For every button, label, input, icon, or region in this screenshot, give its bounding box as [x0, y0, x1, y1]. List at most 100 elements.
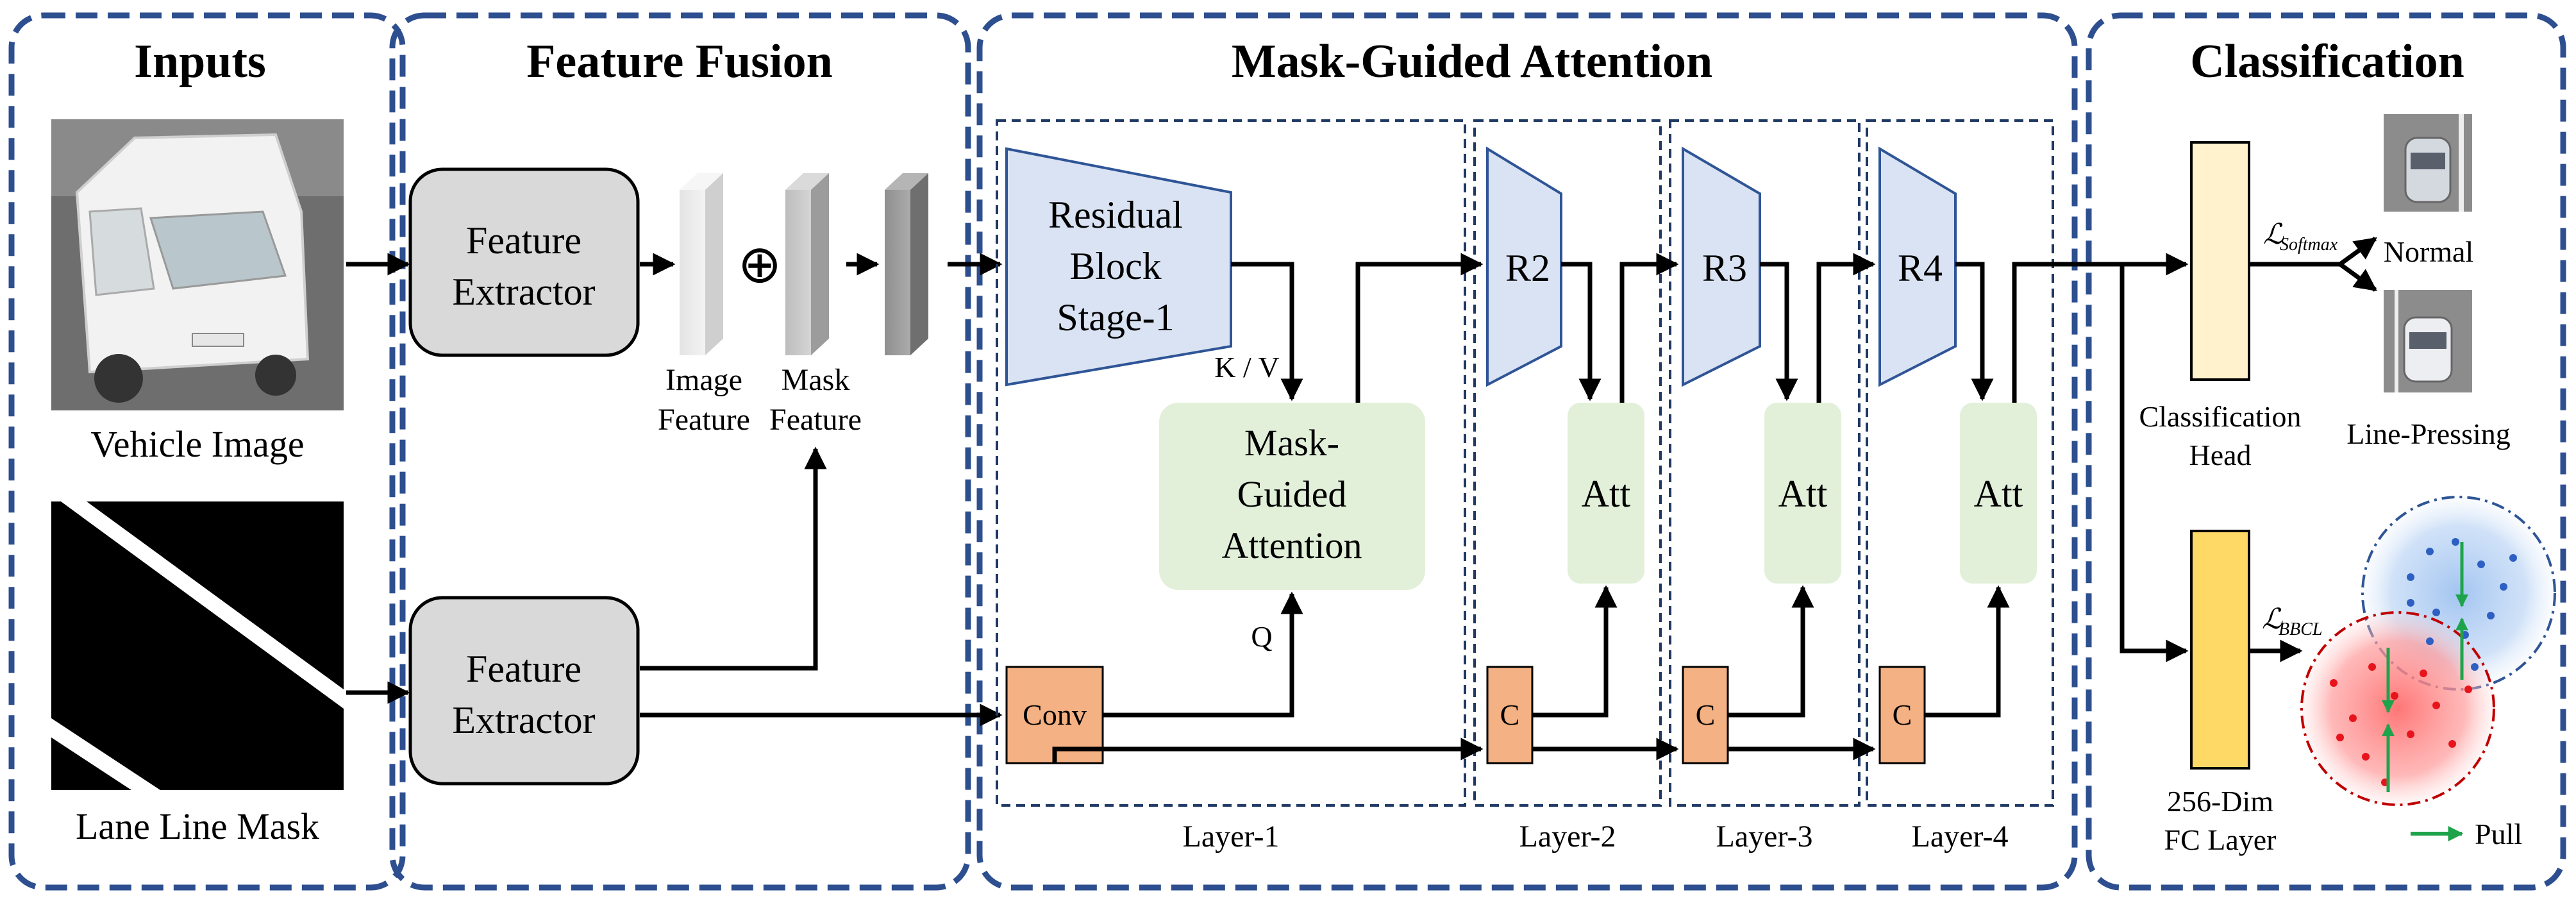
r3-label: R3	[1702, 247, 1747, 289]
arrow-att3-to-r4	[1816, 253, 1876, 403]
lane-line-mask-label: Lane Line Mask	[76, 805, 319, 847]
residual-label-2: Block	[1069, 245, 1161, 287]
layer-3-label: Layer-3	[1716, 820, 1813, 854]
arrow-r2-to-att2	[1561, 262, 1602, 401]
arrow-to-line-pressing	[2338, 262, 2377, 292]
arrow-c2-to-att2	[1532, 585, 1618, 718]
svg-text:Softmax: Softmax	[2280, 235, 2338, 255]
feature-extractor-top-line2: Extractor	[452, 271, 595, 313]
classification-panel	[2086, 12, 2566, 891]
mask-guided-attention-panel	[976, 12, 2078, 891]
feature-fusion-panel	[389, 12, 971, 891]
mask-guided-attention-block	[1159, 403, 1425, 590]
feature-extractor-bottom	[408, 596, 640, 786]
svg-text:BBCL: BBCL	[2279, 619, 2322, 639]
att-label-3: Att	[1778, 473, 1828, 515]
mask-feature-label-1: Mask	[782, 363, 850, 397]
feature-extractor-top-line1: Feature	[466, 219, 581, 262]
normal-label: Normal	[2384, 235, 2474, 268]
arrow-c3-to-att3	[1728, 585, 1814, 718]
mga-label-1: Mask-	[1244, 422, 1339, 464]
r4-block	[1878, 146, 1957, 387]
bbcl-loss-label: ℒ BBCL	[2262, 603, 2322, 639]
c-label-2: C	[1500, 698, 1520, 731]
arrow-r4-to-att4	[1955, 262, 1994, 401]
r2-label: R2	[1505, 247, 1550, 289]
mask-guided-attention-title: Mask-Guided Attention	[1232, 35, 1712, 88]
att-block-3	[1764, 403, 1841, 584]
classification-title: Classification	[2190, 35, 2464, 88]
image-feature-label-2: Feature	[658, 403, 750, 437]
r2-block	[1486, 146, 1562, 387]
layer-1-label: Layer-1	[1183, 820, 1280, 854]
arrow-mask-extractor-to-mask-feature	[640, 446, 827, 671]
feature-extractor-top	[408, 167, 640, 357]
vehicle-image-label: Vehicle Image	[90, 423, 304, 465]
residual-label-3: Stage-1	[1057, 296, 1174, 339]
c-label-4: C	[1893, 698, 1912, 731]
residual-block-stage-1	[1005, 147, 1232, 387]
q-label: Q	[1251, 620, 1272, 653]
vehicle-image	[51, 119, 344, 410]
image-feature-slab	[680, 173, 723, 355]
fc-layer-label-2: FC Layer	[2164, 823, 2276, 856]
r3-block	[1682, 146, 1761, 387]
layer-4-label: Layer-4	[1912, 820, 2009, 854]
inputs-panel	[8, 12, 406, 891]
arrow-att4-to-fc	[2120, 264, 2189, 662]
line-pressing-cluster-points	[2330, 663, 2472, 786]
feature-extractor-bottom-line1: Feature	[466, 648, 581, 690]
mga-label-2: Guided	[1237, 473, 1347, 515]
residual-label-1: Residual	[1048, 194, 1183, 236]
softmax-loss-label: ℒ Softmax	[2263, 219, 2338, 255]
line-pressing-label: Line-Pressing	[2346, 417, 2511, 450]
kv-label: K / V	[1214, 351, 1279, 383]
arrow-c4-to-att4	[1925, 585, 2010, 718]
conv-label: Conv	[1023, 698, 1087, 731]
normal-example-image	[2384, 114, 2472, 212]
r4-label: R4	[1898, 247, 1943, 289]
arrow-att4-to-head	[2012, 253, 2189, 403]
c-block-2	[1486, 666, 1534, 764]
line-pressing-cluster	[2300, 611, 2495, 806]
arrow-conv-to-mga-q	[1103, 591, 1303, 718]
mask-feature-label-2: Feature	[769, 403, 862, 437]
svg-text:ℒ: ℒ	[2263, 219, 2284, 250]
mask-feature-slab	[785, 173, 829, 355]
arrow-att2-to-r3	[1619, 253, 1679, 403]
layer-4-box	[1866, 119, 2054, 807]
image-feature-label-1: Image	[665, 363, 742, 397]
pull-arrows-in-clusters	[2382, 542, 2468, 792]
feature-fusion-title: Feature Fusion	[526, 35, 833, 88]
layer-3-box	[1669, 119, 1861, 807]
normal-cluster-points	[2407, 538, 2517, 671]
att-block-2	[1568, 403, 1644, 584]
inputs-title: Inputs	[134, 35, 266, 88]
arrow-conv-chain	[1052, 737, 1484, 763]
arrow-residual-to-mga-kv	[1231, 262, 1303, 401]
lane-line-mask-image	[51, 501, 344, 790]
svg-text:ℒ: ℒ	[2262, 603, 2283, 635]
c-label-3: C	[1696, 698, 1716, 731]
pull-legend-label: Pull	[2475, 818, 2522, 850]
line-pressing-example-image	[2384, 290, 2472, 392]
fc-layer-label-1: 256-Dim	[2167, 785, 2273, 818]
arrow-mga-to-r2	[1355, 253, 1484, 403]
feature-extractor-bottom-line2: Extractor	[452, 699, 595, 741]
fused-feature-slab	[885, 173, 928, 355]
att-label-2: Att	[1582, 473, 1631, 515]
oplus-symbol: ⊕	[738, 235, 782, 294]
layer-1-box	[996, 119, 1466, 807]
c-block-4	[1878, 666, 1926, 764]
att-label-4: Att	[1974, 473, 2023, 515]
classification-head-label-2: Head	[2189, 439, 2251, 471]
classification-head-block	[2190, 141, 2250, 381]
fc-layer-block	[2190, 530, 2250, 770]
mga-label-3: Attention	[1221, 525, 1362, 566]
classification-head-label-1: Classification	[2139, 400, 2302, 433]
layer-2-box	[1473, 119, 1662, 807]
att-block-4	[1960, 403, 2037, 584]
arrow-to-normal	[2338, 237, 2377, 266]
layer-2-label: Layer-2	[1519, 820, 1616, 854]
arrow-r3-to-att3	[1760, 262, 1798, 401]
